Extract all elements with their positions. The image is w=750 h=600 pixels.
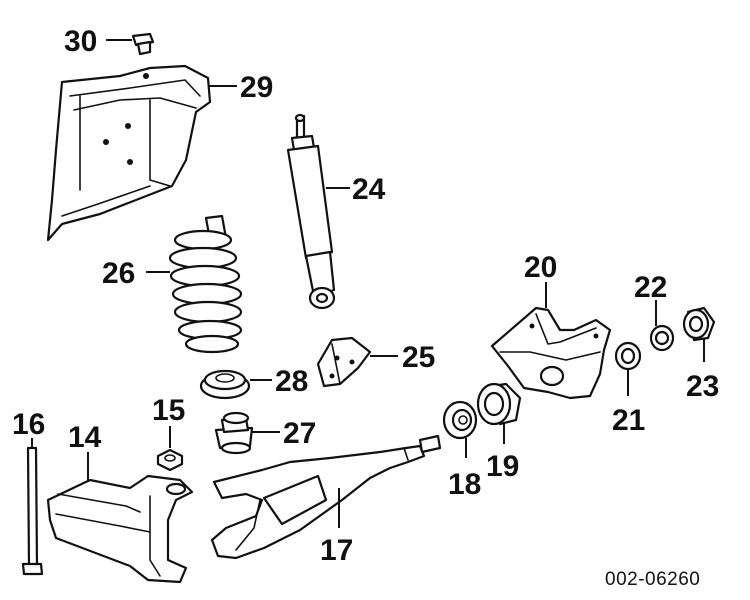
callout-26: 26 [102, 257, 135, 290]
part-18-bushing [442, 400, 478, 458]
callout-17: 17 [320, 534, 353, 567]
callout-19: 19 [486, 450, 519, 483]
part-21-bushing [614, 341, 642, 396]
callout-29: 29 [240, 71, 273, 104]
callout-27: 27 [283, 417, 316, 450]
part-22-bushing [649, 300, 675, 352]
callout-25: 25 [402, 341, 435, 374]
callout-20: 20 [524, 251, 557, 284]
callout-18: 18 [448, 468, 481, 501]
part-26-coil-spring [146, 214, 243, 354]
part-23-bushing [682, 306, 716, 362]
part-29-bracket [46, 64, 237, 242]
part-15-nut [156, 426, 184, 472]
part-14-control-arm [46, 452, 194, 584]
part-27-bump-stop [214, 411, 280, 455]
callout-22: 22 [634, 271, 667, 304]
part-30-bolt [106, 32, 155, 56]
callout-24: 24 [352, 173, 386, 206]
callout-21: 21 [612, 404, 645, 437]
callout-28: 28 [275, 365, 308, 398]
part-24-shock-absorber [286, 113, 350, 310]
diagram-reference-code: 002-06260 [605, 569, 700, 590]
callout-16: 16 [12, 408, 45, 441]
part-16-bolt [21, 438, 44, 576]
part-25-bracket [316, 336, 398, 388]
callout-14: 14 [68, 421, 102, 454]
part-28-spring-seat [199, 369, 272, 400]
callout-23: 23 [686, 370, 719, 403]
part-20-frame-bracket [490, 282, 612, 400]
part-17-track-bar [210, 434, 442, 560]
callout-15: 15 [152, 394, 185, 427]
callout-30: 30 [64, 25, 97, 58]
part-19-bushing [476, 382, 522, 444]
